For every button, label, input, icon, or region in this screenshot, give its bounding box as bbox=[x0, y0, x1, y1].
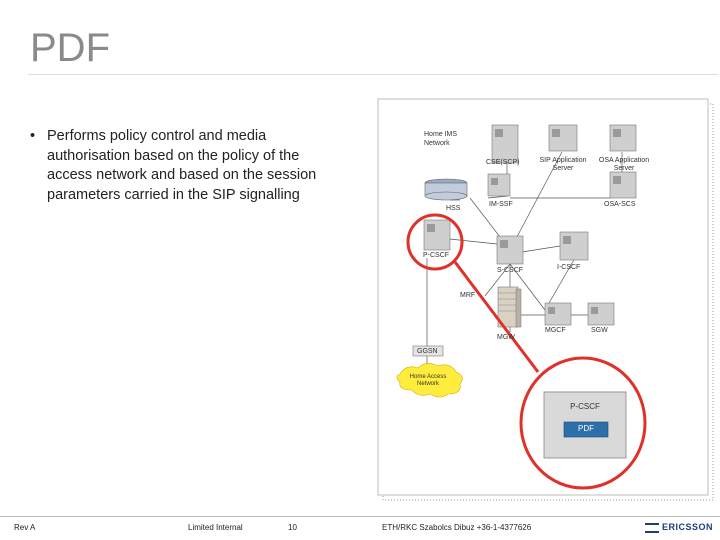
zoom-highlight-ellipse bbox=[519, 356, 647, 490]
slide-title: PDF bbox=[30, 26, 110, 70]
node-osa-as bbox=[609, 124, 637, 152]
node-icscf bbox=[559, 231, 589, 261]
cse-label: CSE(SCP) bbox=[486, 159, 520, 166]
ggsn-label: GGSN bbox=[417, 348, 438, 355]
footer-page-number: 10 bbox=[288, 523, 297, 532]
home-network-label: Home IMS Network bbox=[424, 131, 458, 147]
pcscf-label: P-CSCF bbox=[423, 252, 450, 259]
home-access-label: Home Access Network bbox=[409, 374, 447, 387]
footer-classification: Limited Internal bbox=[188, 523, 243, 532]
highlight-connector bbox=[453, 261, 540, 373]
icscf-label: I-CSCF bbox=[557, 264, 581, 271]
node-mgw bbox=[497, 286, 522, 328]
pcscf-highlight-circle bbox=[406, 213, 464, 271]
hss-label: HSS bbox=[446, 205, 461, 212]
node-hss bbox=[424, 178, 468, 201]
node-osa-scs bbox=[609, 171, 637, 199]
ericsson-logo: ERICSSON bbox=[645, 522, 713, 533]
osa-as-label: OSA Application Server bbox=[598, 157, 650, 172]
diagram-frame bbox=[377, 98, 709, 496]
footer-rev: Rev A bbox=[14, 523, 36, 532]
mgcf-label: MGCF bbox=[545, 327, 566, 334]
zoom-pdf-label: PDF bbox=[578, 424, 594, 433]
im-ssf-label: IM-SSF bbox=[489, 201, 513, 208]
bullet-mark: • bbox=[30, 128, 36, 144]
sip-as-label: SIP Application Server bbox=[539, 157, 587, 172]
node-ggsn bbox=[412, 345, 444, 357]
node-sip-as bbox=[548, 124, 578, 152]
title-divider bbox=[28, 74, 718, 75]
node-scscf bbox=[496, 235, 524, 265]
osa-scs-label: OSA-SCS bbox=[604, 201, 636, 208]
footer-author: ETH/RKC Szabolcs Dibuz +36-1-4377626 bbox=[382, 523, 532, 532]
node-mgcf bbox=[544, 302, 572, 326]
node-sgw bbox=[587, 302, 615, 326]
bullet-point: • Performs policy control and media auth… bbox=[30, 127, 330, 205]
ericsson-logo-mark bbox=[645, 522, 659, 533]
node-cse bbox=[491, 124, 519, 164]
sgw-label: SGW bbox=[591, 327, 608, 334]
scscf-label: S-CSCF bbox=[497, 267, 524, 274]
mrf-label: MRF bbox=[460, 292, 476, 299]
zoom-pcscf-label: P-CSCF bbox=[570, 402, 600, 411]
ericsson-logo-text: ERICSSON bbox=[662, 522, 714, 532]
mgw-label: MGW bbox=[497, 334, 515, 341]
node-im-ssf bbox=[487, 173, 511, 197]
node-pcscf bbox=[423, 219, 451, 251]
home-access-cloud bbox=[396, 363, 463, 398]
bullet-text: Performs policy control and media author… bbox=[47, 128, 317, 203]
footer-divider bbox=[0, 516, 720, 517]
zoom-pdf-box bbox=[563, 421, 609, 438]
